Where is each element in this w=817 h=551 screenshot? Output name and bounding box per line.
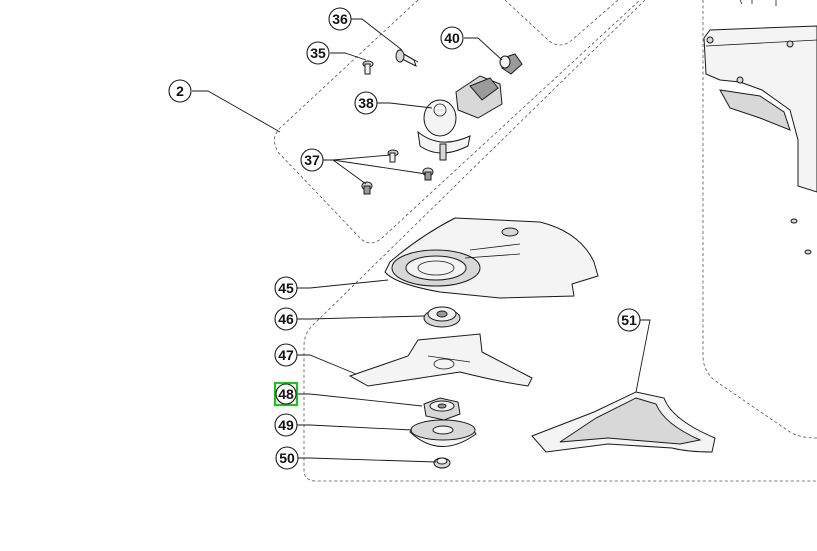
callout-46[interactable]: 46 [274,307,298,331]
callout-51[interactable]: 51 [617,308,641,332]
part-47-blade [348,333,533,387]
callout-2[interactable]: 2 [168,79,192,103]
part-36-bolt [395,49,419,67]
callout-45[interactable]: 45 [274,276,298,300]
group-bottom-boundary [303,0,817,482]
callout-50[interactable]: 50 [275,446,299,470]
part-38-gear-head [417,75,503,161]
callout-35[interactable]: 35 [306,41,330,65]
svg-text:46: 46 [278,311,294,327]
callout-38[interactable]: 38 [354,91,378,115]
part-50-nut [433,457,451,469]
callout-40[interactable]: 40 [440,26,464,50]
svg-text:49: 49 [278,417,294,433]
part-49-cup [409,419,477,447]
part-37-screws [361,149,434,195]
svg-text:38: 38 [358,95,374,111]
svg-text:40: 40 [444,30,460,46]
leader-lines [192,18,651,463]
callout-37[interactable]: 37 [300,148,324,172]
svg-text:35: 35 [310,45,326,61]
svg-text:37: 37 [304,152,320,168]
callout-48-highlighted[interactable]: 48 [273,381,299,407]
svg-text:47: 47 [278,347,294,363]
part-48-flange [423,397,461,421]
callout-36[interactable]: 36 [328,7,352,31]
part-40-cap [499,53,523,75]
callout-49[interactable]: 49 [274,413,298,437]
group-top-boundary [504,0,619,46]
part-35-screw [362,60,374,75]
highlight-box [273,381,299,407]
svg-text:51: 51 [621,312,637,328]
svg-text:48: 48 [278,386,294,402]
callout-47[interactable]: 47 [274,343,298,367]
part-51-guard-frame [531,391,716,453]
svg-text:50: 50 [279,450,295,466]
group-2-boundary [274,0,641,244]
part-45-guard-plate [384,217,599,299]
svg-text:45: 45 [278,280,294,296]
svg-text:36: 36 [332,11,348,27]
part-46-bearing [423,306,461,328]
part-right-housing [703,0,817,255]
svg-text:2: 2 [176,83,184,99]
